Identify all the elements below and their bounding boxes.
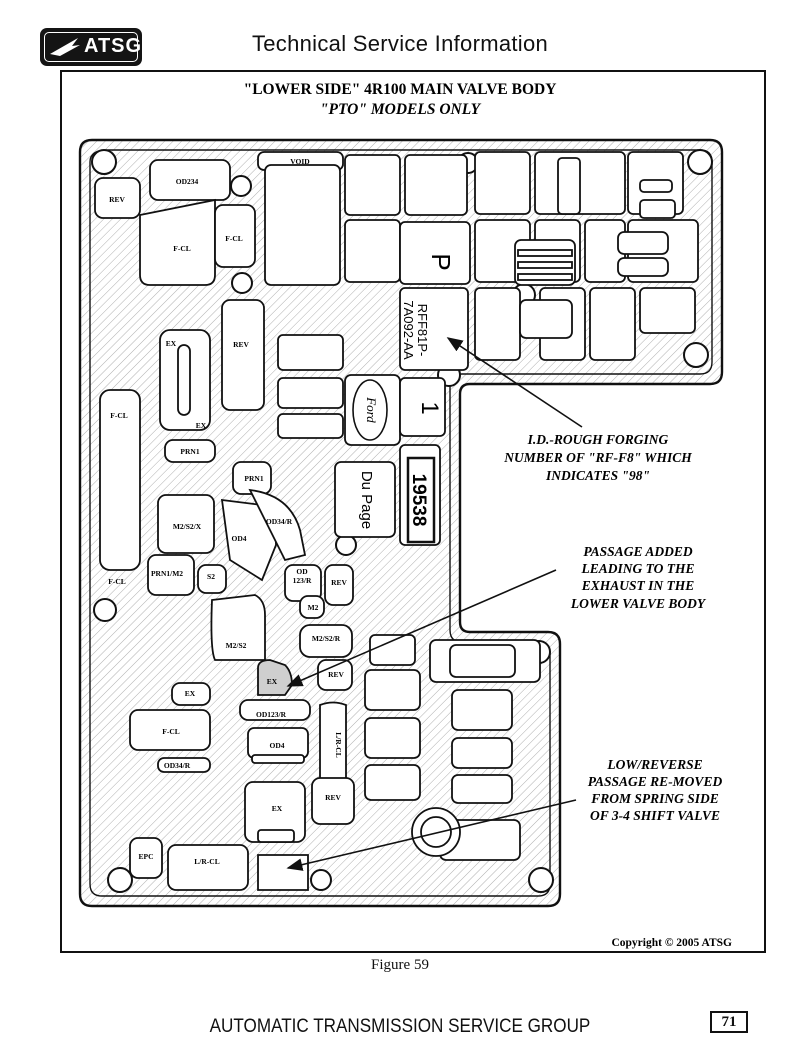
label-f-cl: F-CL [225, 234, 243, 243]
figure-subtitle: "PTO" MODELS ONLY [320, 101, 482, 118]
label-f-cl: F-CL [173, 244, 191, 253]
ford-oval [352, 379, 388, 441]
page-header-title: Technical Service Information [251, 31, 549, 56]
label-od234: OD234 [176, 177, 199, 186]
label-rev: REV [328, 670, 344, 679]
note-line: LOW/REVERSE [606, 757, 702, 772]
label-od4: OD4 [270, 741, 285, 750]
label-l-r-cl: L/R-CL [194, 857, 219, 866]
note-line: OF 3-4 SHIFT VALVE [590, 808, 720, 823]
label-m2-s2-x: M2/S2/X [173, 522, 202, 531]
label-od123r: OD123/R [256, 710, 287, 719]
label-rev: REV [109, 195, 125, 204]
bolt-hole [683, 342, 709, 368]
copyright: Copyright © 2005 ATSG [611, 937, 732, 949]
callout-id-rough: I.D.-ROUGH FORGING NUMBER OF "RF-F8" WHI… [446, 337, 692, 483]
note-line: LEADING TO THE [580, 561, 694, 576]
bolt-hole [93, 598, 117, 622]
bolt-hole [230, 175, 252, 197]
label-prn1: PRN1 [244, 474, 263, 483]
label-l-r-cl-vertical: L/R-CL [334, 732, 343, 757]
note-line: LOWER VALVE BODY [570, 596, 707, 611]
casting-number-box [406, 456, 436, 544]
label-m2-s2: M2/S2 [226, 641, 247, 650]
footer-org: AUTOMATIC TRANSMISSION SERVICE GROUP [209, 1016, 591, 1037]
casting-one: 1 [416, 401, 443, 414]
casting-p: P [426, 253, 456, 270]
callout-low-reverse: LOW/REVERSE PASSAGE RE-MOVED FROM SPRING… [286, 757, 723, 871]
casting-part-line1: RFF81P- [415, 304, 430, 357]
figure-frame [60, 70, 766, 953]
logo-border [44, 32, 138, 62]
bolt-hole [687, 149, 713, 175]
label-s2: S2 [207, 572, 215, 581]
figure-title: "LOWER SIDE" 4R100 MAIN VALVE BODY [244, 81, 557, 98]
passage-labels: VOID OD234 REV F-CL F-CL EX REV F-CL EX … [108, 157, 347, 866]
casting-ford: Ford [364, 396, 379, 423]
label-od123r-a: 123/R [293, 576, 312, 585]
label-ex: EX [166, 339, 177, 348]
label-rev: REV [233, 340, 249, 349]
lower-spool-valves [364, 634, 541, 861]
callout-passage-added: PASSAGE ADDED LEADING TO THE EXHAUST IN … [286, 544, 707, 687]
casting-du-page: Du Page [358, 471, 375, 529]
label-void: VOID [290, 157, 310, 166]
note-line: I.D.-ROUGH FORGING [527, 432, 669, 447]
bolt-hole [107, 867, 133, 893]
label-prn1-m2: PRN1/M2 [151, 569, 183, 578]
label-epc: EPC [139, 852, 154, 861]
bolt-hole [335, 534, 357, 556]
passage-pockets [94, 151, 355, 891]
figure-caption: Figure 59 [371, 957, 429, 973]
label-prn1: PRN1 [180, 447, 199, 456]
label-od34-r: OD34/R [164, 761, 191, 770]
casting-number: 19538 [408, 474, 429, 527]
label-f-cl: F-CL [162, 727, 180, 736]
label-ex: EX [272, 804, 283, 813]
label-m2: M2 [308, 603, 319, 612]
label-ex: EX [185, 689, 196, 698]
casting-part-line2: 7A092-AA [401, 300, 416, 360]
note-line: PASSAGE ADDED [583, 544, 692, 559]
label-od123r-a: OD [296, 567, 308, 576]
label-od4: OD4 [232, 534, 247, 543]
label-ex-passage: EX [267, 677, 278, 686]
bolt-hole [231, 272, 253, 294]
wing-icon [50, 38, 80, 56]
logo-text: ATSG [84, 35, 143, 57]
note-line: INDICATES "98" [545, 468, 650, 483]
bolt-hole [528, 867, 554, 893]
bolt-hole [91, 149, 117, 175]
page-number: 71 [710, 1011, 748, 1033]
label-rev: REV [325, 793, 341, 802]
note-line: FROM SPRING SIDE [590, 791, 719, 806]
bolt-hole [310, 869, 332, 891]
atsg-logo: ATSG [40, 28, 142, 66]
label-rev: REV [331, 578, 347, 587]
label-f-cl: F-CL [110, 411, 128, 420]
label-od34-r: OD34/R [266, 517, 293, 526]
note-line: NUMBER OF "RF-F8" WHICH [503, 450, 692, 465]
spool-valves [514, 157, 676, 339]
label-ex: EX [196, 421, 207, 430]
note-line: PASSAGE RE-MOVED [588, 774, 723, 789]
label-f-cl: F-CL [108, 577, 126, 586]
note-line: EXHAUST IN THE [581, 578, 695, 593]
label-m2-s2-r: M2/S2/R [312, 634, 341, 643]
